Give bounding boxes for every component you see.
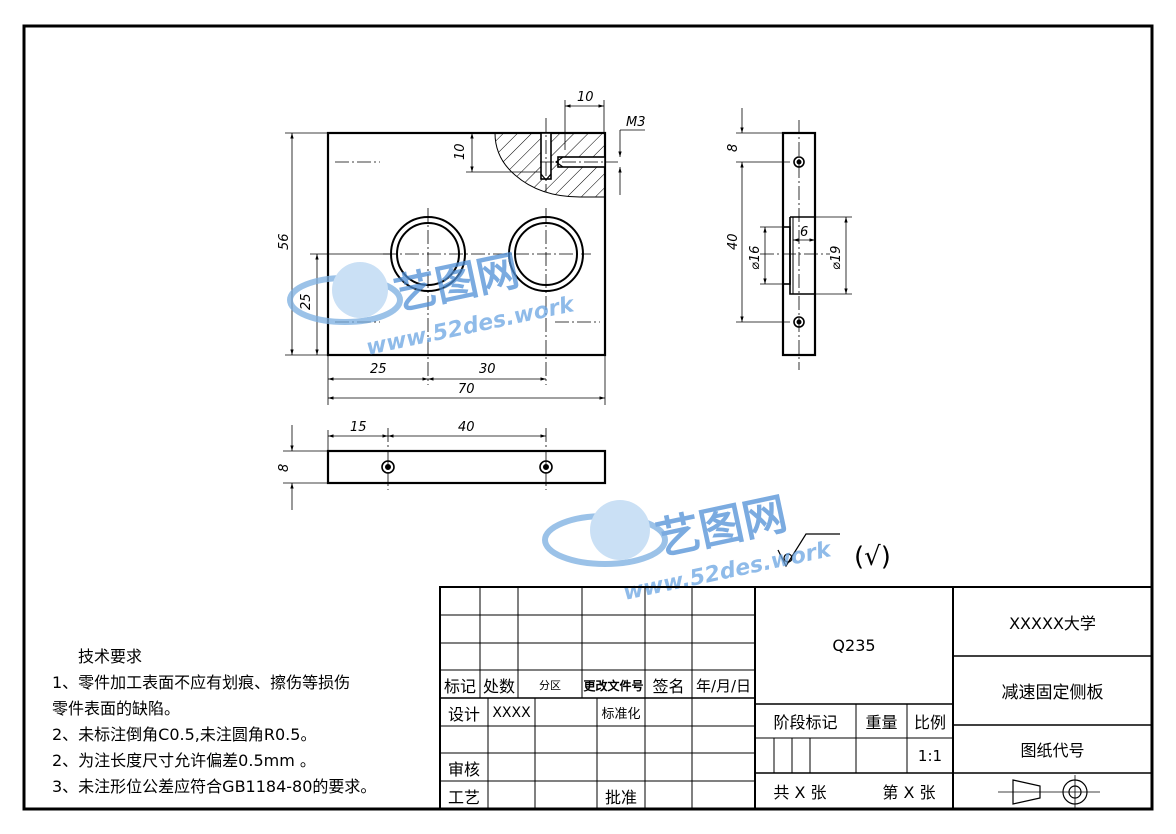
design-label: 设计: [447, 704, 480, 724]
dim-dia-16: ⌀16: [748, 246, 763, 270]
stage-mark-label: 阶段标记: [773, 713, 838, 732]
part-name: 减速固定侧板: [1001, 683, 1104, 703]
rev-header-mark: 标记: [443, 677, 476, 696]
approve-label: 批准: [604, 787, 637, 807]
roughness-symbol-icon: [777, 533, 840, 568]
dim-dia-19: ⌀19: [829, 246, 844, 270]
plan-outline: [326, 449, 607, 485]
dim-width-70: 70: [458, 382, 475, 397]
tech-req-title: 技术要求: [78, 647, 143, 666]
dim-side-10: 10: [453, 143, 468, 160]
dim-top-10: 10: [577, 90, 594, 105]
review-label: 审核: [447, 759, 480, 779]
rev-header-count: 处数: [482, 677, 515, 696]
scale-value: 1:1: [917, 746, 943, 765]
process-label: 工艺: [447, 787, 480, 807]
plan-view: [283, 425, 607, 510]
front-view-dimensions: [285, 100, 645, 405]
roughness-note: (√): [854, 542, 891, 572]
sheet-number: 第 X 张: [882, 783, 936, 802]
tech-req-line: 1、零件加工表面不应有划痕、擦伤等损伤: [52, 673, 351, 692]
dim-bottom-15: 15: [350, 420, 367, 435]
rev-header-zone: 分区: [539, 679, 561, 692]
dim-bottom-40: 40: [458, 420, 475, 435]
rev-header-sign: 签名: [652, 677, 685, 696]
tech-req-line: 2、为注长度尺寸允许偏差0.5mm 。: [52, 751, 316, 770]
dim-thickness-8: 8: [277, 464, 292, 472]
drawing-code: 图纸代号: [1020, 741, 1085, 760]
technical-requirements: 技术要求 1、零件加工表面不应有划痕、擦伤等损伤 零件表面的缺陷。 2、未标注倒…: [52, 644, 442, 800]
watermark: 艺图网 www.52des.work 艺图网 www.52des.work: [287, 246, 835, 606]
standardization-label: 标准化: [601, 707, 641, 722]
sheets-total: 共 X 张: [773, 783, 827, 802]
weight-label: 重量: [865, 713, 898, 732]
university-name: XXXXX大学: [1009, 613, 1096, 633]
rev-header-date: 年/月/日: [695, 676, 752, 695]
dim-width-30: 30: [479, 362, 496, 377]
projection-symbol-icon: [998, 775, 1100, 809]
dim-right-8: 8: [726, 144, 741, 152]
dim-height-56: 56: [277, 233, 292, 250]
plan-dim-labels: 15 40 8: [277, 420, 475, 472]
tech-req-line: 零件表面的缺陷。: [52, 699, 181, 718]
dim-width-25: 25: [370, 362, 387, 377]
dim-right-40: 40: [726, 233, 741, 250]
designer-name: XXXX: [492, 704, 531, 721]
material: Q235: [832, 636, 876, 655]
front-dim-labels: 10 M3 10 56 25 25 30 70: [277, 90, 646, 397]
title-block-grid: [439, 586, 1153, 810]
dim-m3: M3: [626, 115, 646, 130]
side-dim-labels: 8 40 ⌀16 ⌀19 6: [726, 144, 844, 270]
tech-req-line: 3、未注形位公差应符合GB1184-80的要求。: [52, 777, 377, 796]
side-view: [736, 108, 852, 370]
tech-req-line: 2、未标注倒角C0.5,未注圆角R0.5。: [52, 725, 317, 744]
dim-depth-6: 6: [800, 225, 808, 240]
scale-label: 比例: [913, 713, 946, 732]
dim-height-25: 25: [299, 293, 314, 310]
rev-header-doc: 更改文件号: [583, 678, 644, 693]
